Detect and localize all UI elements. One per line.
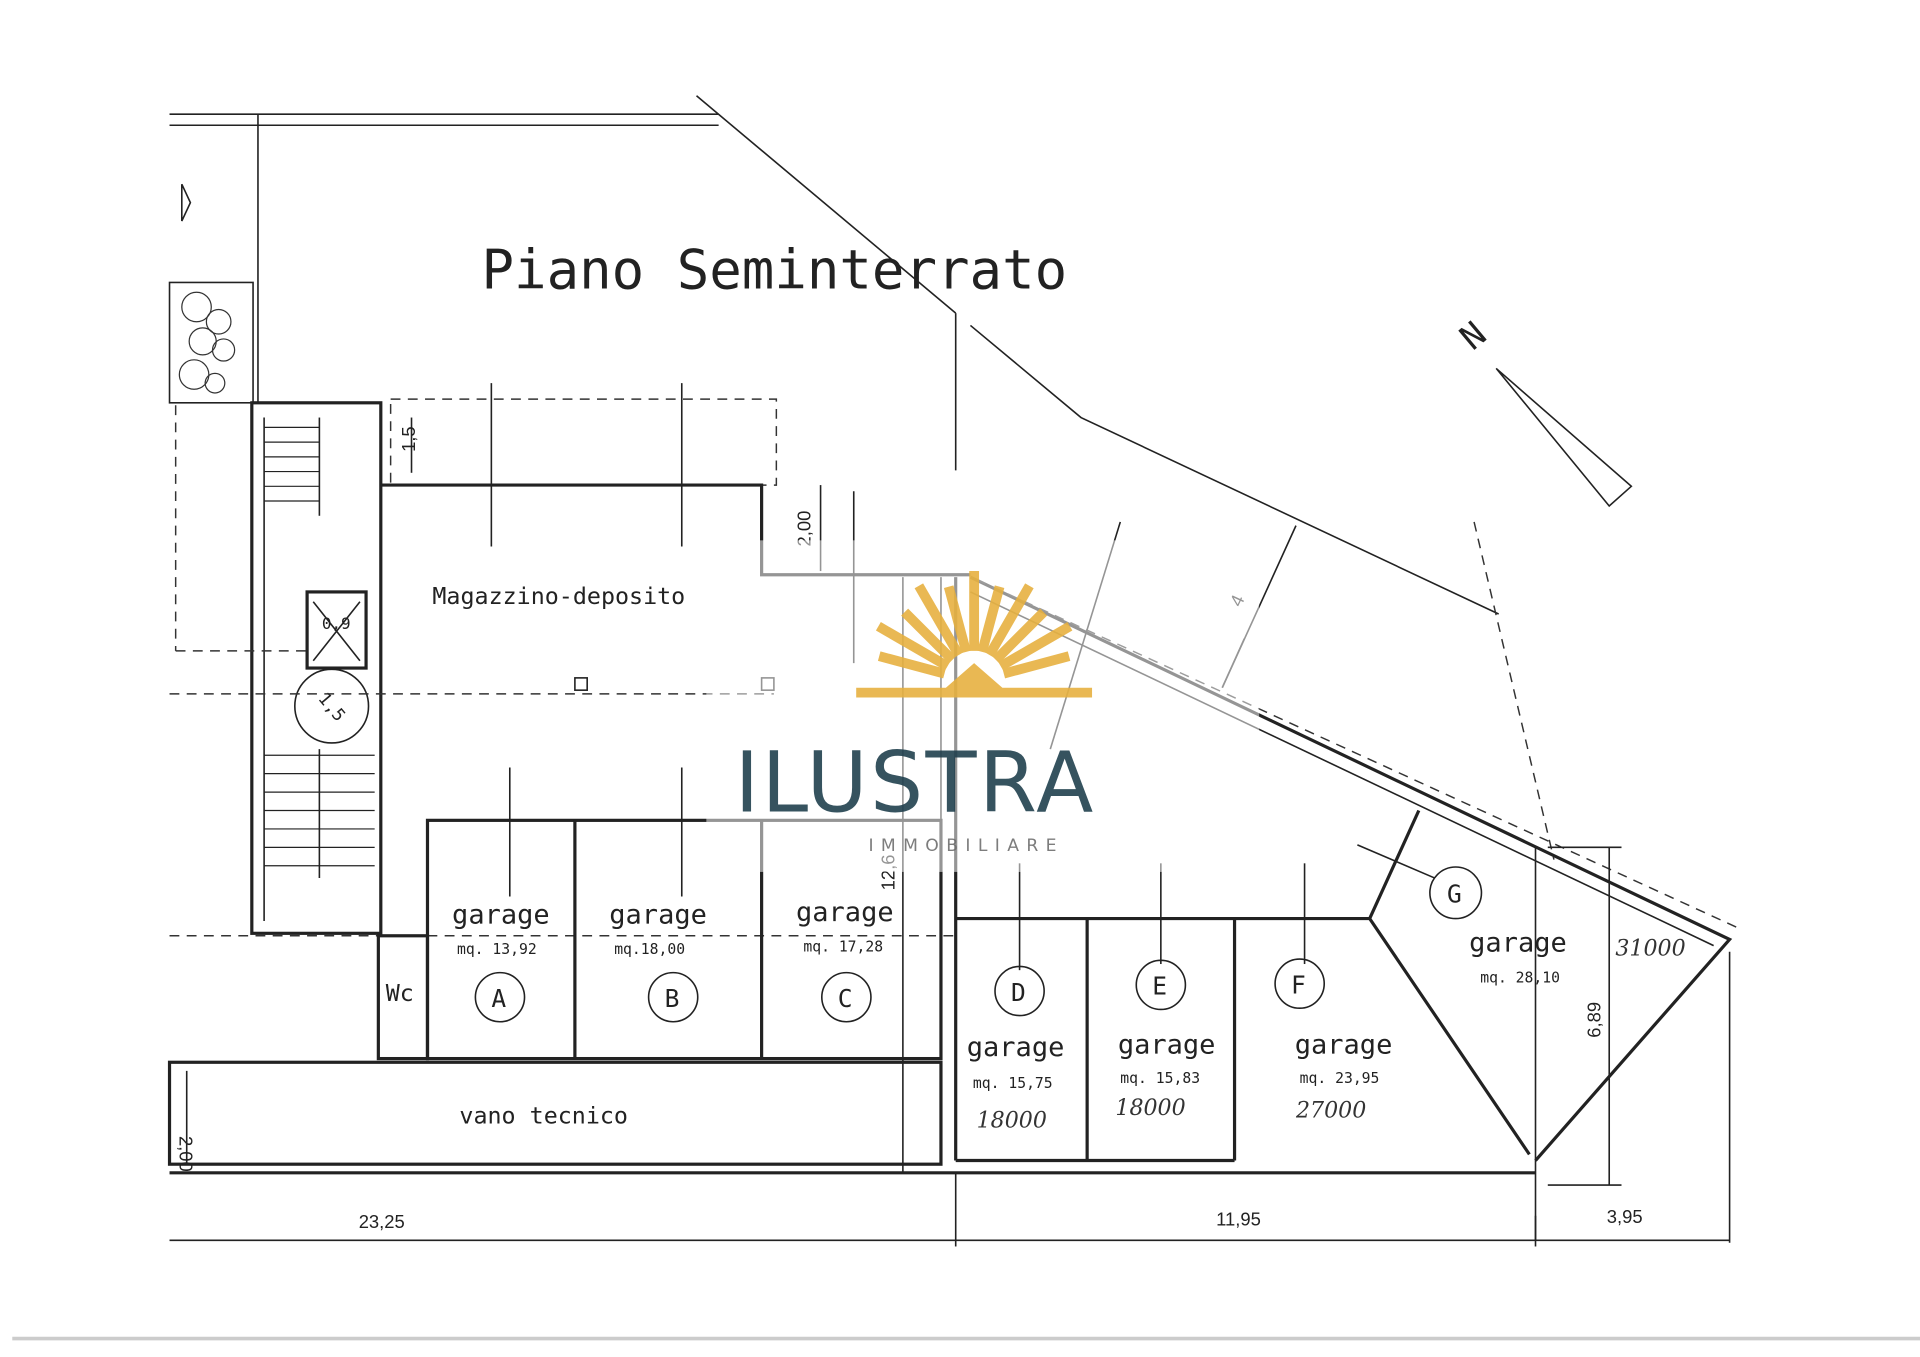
- sun-ray: [985, 583, 1034, 658]
- logo-name: ILUSTRA: [735, 734, 1096, 832]
- garage-area: mq. 23,95: [1300, 1070, 1380, 1087]
- garage-letter: A: [491, 984, 506, 1013]
- right-wing-walls: 4 6,89: [169, 575, 1743, 1243]
- bottom-dimensions: 23,25 11,95 3,95: [169, 1172, 1730, 1247]
- svg-text:vano tecnico: vano tecnico: [459, 1102, 628, 1130]
- garage-area: mq.18,00: [614, 941, 685, 958]
- garage-a: garage mq. 13,92 A: [452, 900, 550, 1023]
- garage-letter: E: [1152, 972, 1167, 1001]
- svg-text:garage: garage: [967, 1032, 1065, 1063]
- svg-text:Wc: Wc: [386, 979, 414, 1007]
- garage-letter: D: [1011, 978, 1026, 1007]
- sun-ray: [1002, 651, 1071, 679]
- garage-price: 31000: [1615, 935, 1685, 961]
- svg-text:garage: garage: [609, 900, 707, 931]
- sun-ray: [914, 583, 964, 658]
- garage-price: 18000: [977, 1107, 1047, 1133]
- sun-ray: [875, 622, 950, 671]
- dim-6-89: 6,89: [1584, 1002, 1605, 1038]
- tree-icon: [178, 291, 236, 394]
- garage-letter: B: [665, 984, 680, 1013]
- room-vano-tecnico: 2,00 vano tecnico: [167, 1060, 943, 1172]
- garage-area: mq. 17,28: [803, 939, 883, 956]
- dim-23-25: 23,25: [359, 1211, 405, 1232]
- logo-subtitle: IMMOBILIARE: [868, 836, 1063, 856]
- sun-ray: [943, 585, 971, 654]
- garage-d: D garage mq. 15,75 18000: [967, 965, 1065, 1133]
- dim-3-95: 3,95: [1607, 1206, 1643, 1227]
- svg-text:garage: garage: [796, 897, 894, 928]
- sun-ray: [901, 608, 956, 664]
- svg-text:garage: garage: [1469, 928, 1567, 959]
- svg-text:garage: garage: [452, 900, 550, 931]
- dim-lift: 0,9: [322, 614, 351, 633]
- sun-ray: [992, 608, 1048, 664]
- magazzino-label: Magazzino-deposito: [432, 582, 685, 610]
- garage-f: F garage mq. 23,95 27000: [1274, 958, 1393, 1124]
- stair-block: 0,9 1,5: [250, 401, 383, 935]
- svg-text:garage: garage: [1295, 1030, 1393, 1061]
- dim-1-5: 1,5: [398, 426, 419, 452]
- garage-letter: F: [1291, 970, 1306, 999]
- garage-area: mq. 15,75: [973, 1075, 1053, 1092]
- garage-g: G garage mq. 28,10 31000: [1429, 866, 1686, 986]
- sun-rays-icon: [856, 571, 1093, 698]
- garage-price: 18000: [1115, 1095, 1185, 1121]
- garage-letter: G: [1447, 880, 1462, 909]
- dim-11-95: 11,95: [1216, 1209, 1261, 1230]
- dim-2-00: 2,00: [794, 511, 815, 547]
- garage-letter: C: [838, 984, 853, 1013]
- garage-c: garage mq. 17,28 C: [796, 897, 894, 1023]
- logo-base: [856, 663, 1093, 698]
- svg-text:garage: garage: [1118, 1030, 1216, 1061]
- garage-area: mq. 13,92: [457, 941, 537, 958]
- sun-ray: [977, 585, 1005, 654]
- sun-ray: [998, 622, 1073, 671]
- room-wc: Wc: [376, 934, 430, 1061]
- plan-title: Piano Seminterrato: [482, 239, 1068, 302]
- garage-area: mq. 28,10: [1480, 969, 1560, 986]
- sun-ray: [877, 651, 946, 679]
- garage-b: garage mq.18,00 B: [609, 900, 707, 1023]
- garage-price: 27000: [1295, 1098, 1366, 1124]
- dim-2-00-vano: 2,00: [175, 1136, 196, 1172]
- garage-area: mq. 15,83: [1120, 1070, 1200, 1087]
- garage-e: E garage mq. 15,83 18000: [1115, 959, 1216, 1121]
- ilustra-logo: ILUSTRA IMMOBILIARE: [706, 540, 1260, 872]
